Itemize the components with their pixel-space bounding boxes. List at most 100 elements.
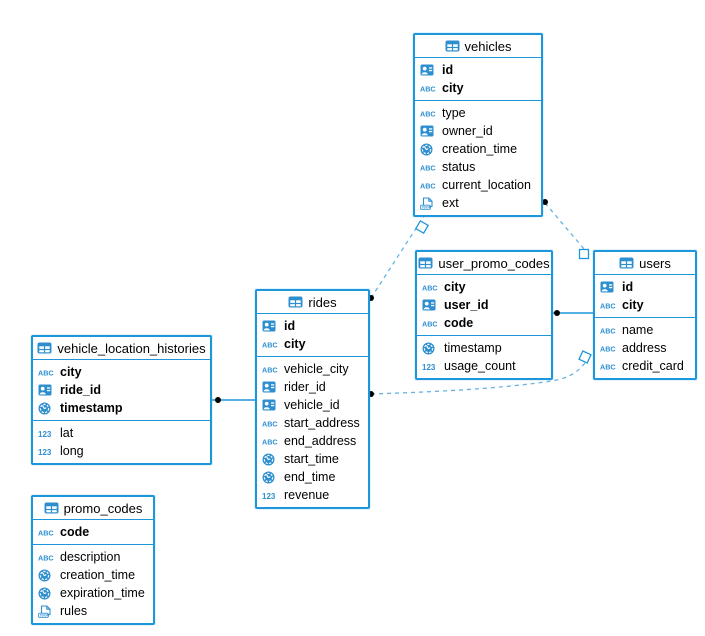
- column-row[interactable]: ABC city: [33, 363, 210, 381]
- abc-icon: ABC: [420, 109, 438, 117]
- clock-icon: [262, 471, 280, 484]
- numeric-icon: 123: [38, 447, 56, 455]
- relation-endpoint-dot: [542, 199, 548, 205]
- user-card-icon: [262, 320, 280, 332]
- column-name: status: [442, 159, 476, 174]
- column-name: user_id: [444, 297, 489, 312]
- column-name: city: [622, 297, 644, 312]
- svg-text:ABC: ABC: [420, 181, 436, 189]
- column-row[interactable]: id: [415, 61, 541, 79]
- column-name: city: [444, 279, 466, 294]
- table-header[interactable]: rides: [257, 291, 368, 314]
- table-header[interactable]: vehicles: [415, 35, 541, 58]
- abc-icon: ABC: [420, 163, 438, 171]
- column-row[interactable]: ride_id: [33, 381, 210, 399]
- column-name: end_time: [284, 469, 336, 484]
- column-row[interactable]: timestamp: [33, 399, 210, 417]
- json-icon: JSON: [38, 604, 56, 618]
- column-row[interactable]: 123 long: [33, 442, 210, 460]
- abc-icon: ABC: [600, 362, 618, 370]
- column-row[interactable]: expiration_time: [33, 584, 153, 602]
- relation-endpoint-square: [578, 350, 592, 364]
- column-row[interactable]: creation_time: [415, 140, 541, 158]
- table-name: rides: [308, 294, 337, 310]
- table-header[interactable]: user_promo_codes: [417, 252, 551, 275]
- column-name: name: [622, 322, 654, 337]
- column-row[interactable]: creation_time: [33, 566, 153, 584]
- numeric-icon: 123: [38, 429, 56, 437]
- column-name: ext: [442, 195, 459, 210]
- svg-text:ABC: ABC: [262, 365, 278, 373]
- relation-line[interactable]: [370, 215, 425, 299]
- svg-text:ABC: ABC: [600, 326, 616, 334]
- column-row[interactable]: id: [595, 278, 695, 296]
- numeric-icon: 123: [262, 491, 280, 499]
- column-row[interactable]: ABC name: [595, 321, 695, 339]
- column-name: city: [60, 364, 82, 379]
- abc-icon: ABC: [38, 368, 56, 376]
- abc-icon: ABC: [422, 319, 440, 327]
- column-row[interactable]: ABC current_location: [415, 176, 541, 194]
- json-icon: JSON: [420, 196, 438, 210]
- column-name: current_location: [442, 177, 531, 192]
- column-name: owner_id: [442, 123, 493, 138]
- column-name: rider_id: [284, 379, 326, 394]
- svg-text:123: 123: [38, 447, 52, 455]
- column-row[interactable]: ABC city: [417, 278, 551, 296]
- relation-line[interactable]: [370, 357, 589, 395]
- column-row[interactable]: owner_id: [415, 122, 541, 140]
- svg-text:123: 123: [38, 429, 52, 437]
- table-header[interactable]: users: [595, 252, 695, 275]
- column-row[interactable]: user_id: [417, 296, 551, 314]
- abc-icon: ABC: [600, 326, 618, 334]
- table-header[interactable]: promo_codes: [33, 497, 153, 520]
- column-row[interactable]: start_time: [257, 450, 368, 468]
- column-row[interactable]: JSON ext: [415, 194, 541, 212]
- column-row[interactable]: vehicle_id: [257, 396, 368, 414]
- user-card-icon: [600, 281, 618, 293]
- column-row[interactable]: ABC status: [415, 158, 541, 176]
- column-name: end_address: [284, 433, 357, 448]
- abc-icon: ABC: [422, 283, 440, 291]
- column-name: description: [60, 549, 121, 564]
- column-name: long: [60, 443, 84, 458]
- column-row[interactable]: ABC address: [595, 339, 695, 357]
- relation-line[interactable]: [544, 202, 591, 257]
- column-row[interactable]: rider_id: [257, 378, 368, 396]
- svg-text:ABC: ABC: [600, 344, 616, 352]
- relation-endpoint-dot: [215, 397, 221, 403]
- column-name: address: [622, 340, 667, 355]
- column-row[interactable]: end_time: [257, 468, 368, 486]
- column-row[interactable]: id: [257, 317, 368, 335]
- column-name: creation_time: [442, 141, 518, 156]
- column-name: credit_card: [622, 358, 684, 373]
- column-name: timestamp: [444, 340, 502, 355]
- table-header[interactable]: vehicle_location_histories: [33, 337, 210, 360]
- column-row[interactable]: ABC credit_card: [595, 357, 695, 375]
- column-row[interactable]: timestamp: [417, 339, 551, 357]
- user-card-icon: [420, 64, 438, 76]
